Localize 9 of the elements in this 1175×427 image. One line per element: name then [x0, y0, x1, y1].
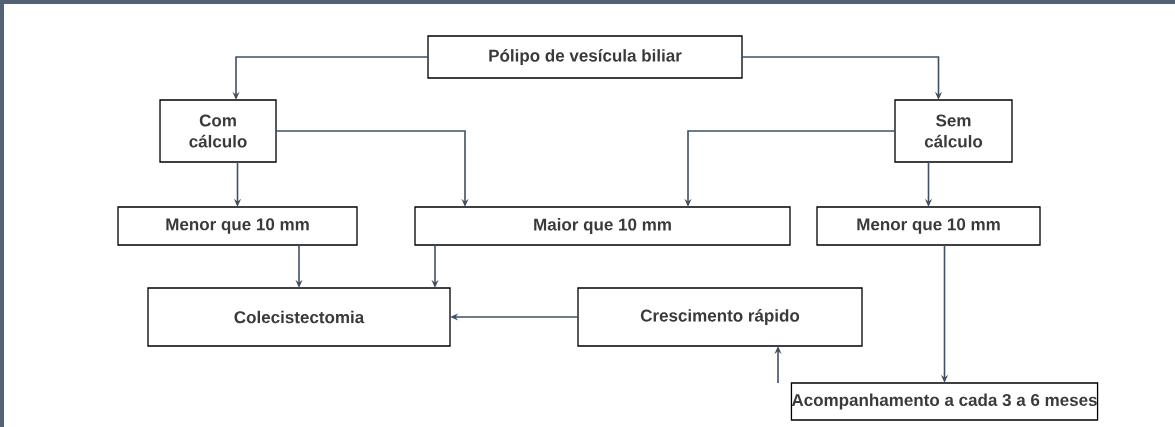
- process-box: Com cálculo: [159, 99, 277, 163]
- process-box: Pólipo de vesícula biliar: [427, 35, 743, 79]
- process-box: Sem cálculo: [894, 99, 1013, 163]
- process-box: Crescimento rápido: [577, 287, 863, 347]
- process-box: Colecistectomia: [147, 287, 451, 347]
- process-box: Menor que 10 mm: [117, 206, 358, 246]
- process-box: Menor que 10 mm: [816, 206, 1041, 246]
- process-box: Maior que 10 mm: [414, 206, 791, 246]
- process-box: Acompanhamento a cada 3 a 6 meses: [790, 382, 1099, 421]
